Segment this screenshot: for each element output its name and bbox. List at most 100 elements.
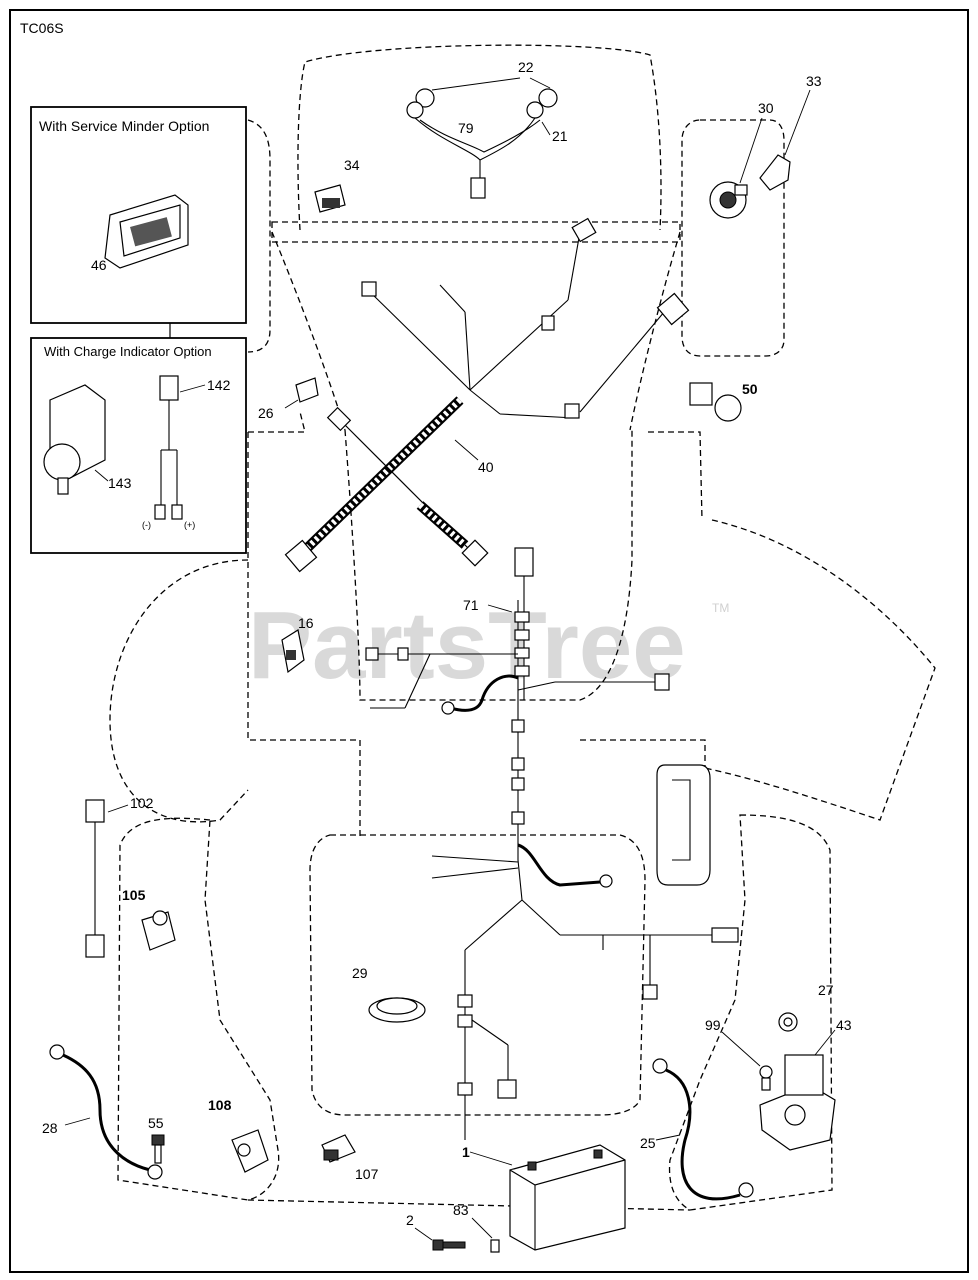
label-50: 50 xyxy=(742,381,758,397)
seat-outline xyxy=(344,429,633,701)
polarity-neg: (-) xyxy=(142,520,151,530)
hood-outline xyxy=(297,44,662,231)
label-99: 99 xyxy=(705,1017,721,1033)
part-143-charge-indicator[interactable] xyxy=(43,384,106,495)
label-107: 107 xyxy=(355,1166,379,1182)
label-143: 143 xyxy=(108,475,132,491)
lead-25 xyxy=(655,1134,681,1141)
label-142: 142 xyxy=(207,377,231,393)
label-16: 16 xyxy=(298,615,314,631)
lead-21 xyxy=(541,121,551,136)
lead-102 xyxy=(107,804,129,813)
left-panel-outline xyxy=(247,119,271,353)
polarity-pos: (+) xyxy=(184,520,195,530)
diagram-code: TC06S xyxy=(20,20,64,36)
lead-22b xyxy=(529,77,551,89)
seat-switch-bracket xyxy=(656,764,711,886)
lead-22a xyxy=(431,77,521,91)
right-body-outline xyxy=(580,739,706,768)
label-22: 22 xyxy=(518,59,534,75)
part-43-starter-solenoid[interactable] xyxy=(759,1054,836,1151)
left-body-outline xyxy=(247,432,361,840)
lead-83 xyxy=(471,1217,493,1239)
part-55-bolt[interactable] xyxy=(151,1134,165,1164)
charge-indicator-title: With Charge Indicator Option xyxy=(44,344,212,359)
label-43: 43 xyxy=(836,1017,852,1033)
lead-1 xyxy=(469,1151,513,1166)
watermark: PartsTree xyxy=(248,592,686,699)
part-102-harness[interactable] xyxy=(85,799,105,958)
label-79: 79 xyxy=(458,120,474,136)
part-25-battery-cable[interactable] xyxy=(652,1058,754,1201)
part-30-ignition-switch[interactable] xyxy=(709,181,748,219)
label-29: 29 xyxy=(352,965,368,981)
lead-143 xyxy=(94,469,109,482)
right-fender-outline xyxy=(704,519,936,821)
lead-30 xyxy=(739,117,763,184)
part-108-component[interactable] xyxy=(231,1129,269,1173)
mid-right-outline xyxy=(648,431,703,521)
dashed-outlines xyxy=(109,44,936,1211)
label-55: 55 xyxy=(148,1115,164,1131)
dash-panel-outline xyxy=(271,221,681,243)
lead-28 xyxy=(64,1117,91,1126)
label-105: 105 xyxy=(122,887,146,903)
lead-142 xyxy=(179,384,206,393)
label-46: 46 xyxy=(91,257,107,273)
watermark-tm: TM xyxy=(712,601,729,615)
label-27: 27 xyxy=(818,982,834,998)
part-29-grommet[interactable] xyxy=(368,997,426,1023)
label-21: 21 xyxy=(552,128,568,144)
service-minder-title: With Service Minder Option xyxy=(39,118,209,134)
right-panel-outline xyxy=(681,119,785,357)
part-50-switch[interactable] xyxy=(689,382,742,422)
label-34: 34 xyxy=(344,157,360,173)
label-108: 108 xyxy=(208,1097,232,1113)
label-102: 102 xyxy=(130,795,154,811)
part-40-main-harness-front[interactable] xyxy=(284,217,690,573)
part-99-screw[interactable] xyxy=(759,1065,773,1091)
part-2-bolt[interactable] xyxy=(432,1239,466,1251)
label-26: 26 xyxy=(258,405,274,421)
part-83-nut[interactable] xyxy=(490,1239,500,1253)
lead-2 xyxy=(414,1227,433,1241)
lead-26 xyxy=(284,399,299,409)
part-26-fuse[interactable] xyxy=(295,377,319,403)
mid-left-outline xyxy=(248,411,306,433)
part-27-nut[interactable] xyxy=(778,1012,798,1032)
part-105-solenoid[interactable] xyxy=(141,910,176,951)
part-1-battery[interactable] xyxy=(509,1144,626,1251)
label-28: 28 xyxy=(42,1120,58,1136)
part-33-key[interactable] xyxy=(759,154,791,191)
part-142-indicator-harness[interactable] xyxy=(154,375,183,520)
label-25: 25 xyxy=(640,1135,656,1151)
lower-left-outline xyxy=(117,817,280,1201)
lead-99 xyxy=(721,1031,761,1067)
lead-40 xyxy=(454,439,479,461)
label-1: 1 xyxy=(462,1144,470,1160)
left-fender-outline xyxy=(109,559,249,823)
charge-indicator-box xyxy=(30,337,247,554)
part-34-switch[interactable] xyxy=(314,184,346,213)
part-71-rear-harness[interactable] xyxy=(365,547,739,1125)
part-107-component[interactable] xyxy=(321,1134,356,1163)
rear-outline xyxy=(247,1199,691,1211)
label-33: 33 xyxy=(806,73,822,89)
label-40: 40 xyxy=(478,459,494,475)
part-46-hour-meter[interactable] xyxy=(104,194,189,269)
lower-right-outline xyxy=(668,814,833,1211)
lower-deck-outline xyxy=(309,834,646,1116)
lead-71 xyxy=(487,604,513,613)
frame-right-outline xyxy=(629,231,681,431)
part-16-relay[interactable] xyxy=(281,629,305,674)
label-83: 83 xyxy=(453,1202,469,1218)
label-30: 30 xyxy=(758,100,774,116)
part-21-22-headlight-harness[interactable] xyxy=(406,88,558,199)
lead-33 xyxy=(784,89,811,156)
outer-frame xyxy=(9,9,969,1273)
part-28-battery-cable[interactable] xyxy=(49,1044,163,1180)
lead-43 xyxy=(814,1029,836,1056)
label-2: 2 xyxy=(406,1212,414,1228)
service-minder-box xyxy=(30,106,247,324)
